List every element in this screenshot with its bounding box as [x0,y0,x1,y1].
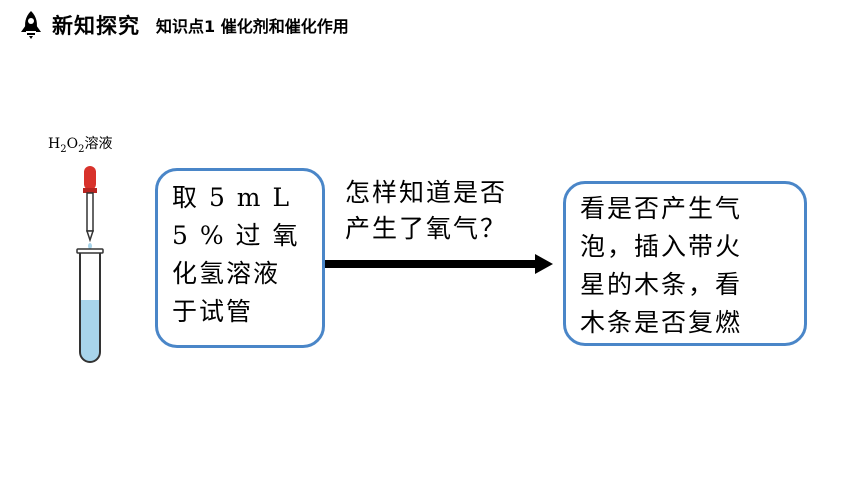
procedure-box: 取 5 m L 5 % 过 氧 化氢溶液 于试管 [155,168,325,348]
question-line: 产生了氧气？ [345,214,508,243]
rocket-icon [21,11,41,39]
section-title: 新知探究 [52,14,140,38]
arrow-right-icon [325,254,553,274]
test-tube-glass [79,252,101,363]
procedure-line: 5 % 过 氧 [172,221,300,250]
droplet [88,243,92,249]
answer-line: 木条是否复燃 [580,308,743,337]
question-line: 怎样知道是否 [345,178,508,207]
answer-box: 看是否产生气 泡，插入带火 星的木条，看 木条是否复燃 [563,181,807,346]
answer-line: 泡，插入带火 [580,232,743,261]
answer-line: 看是否产生气 [580,194,743,223]
test-tube-liquid [80,300,100,362]
procedure-line: 取 5 m L [172,183,292,212]
slide-header: 新知探究 知识点1 催化剂和催化作用 [18,8,349,42]
reagent-label: H2O2溶液 [48,136,113,155]
procedure-line: 化氢溶液 [172,259,281,288]
question-text: 怎样知道是否 产生了氧气？ [345,175,507,247]
dropper-bulb [84,166,96,190]
knowledge-point-title: 知识点1 催化剂和催化作用 [156,17,349,36]
procedure-line: 于试管 [172,297,254,326]
dropper-tube [86,192,94,232]
test-tube-with-dropper [76,166,104,363]
answer-line: 星的木条，看 [580,270,743,299]
